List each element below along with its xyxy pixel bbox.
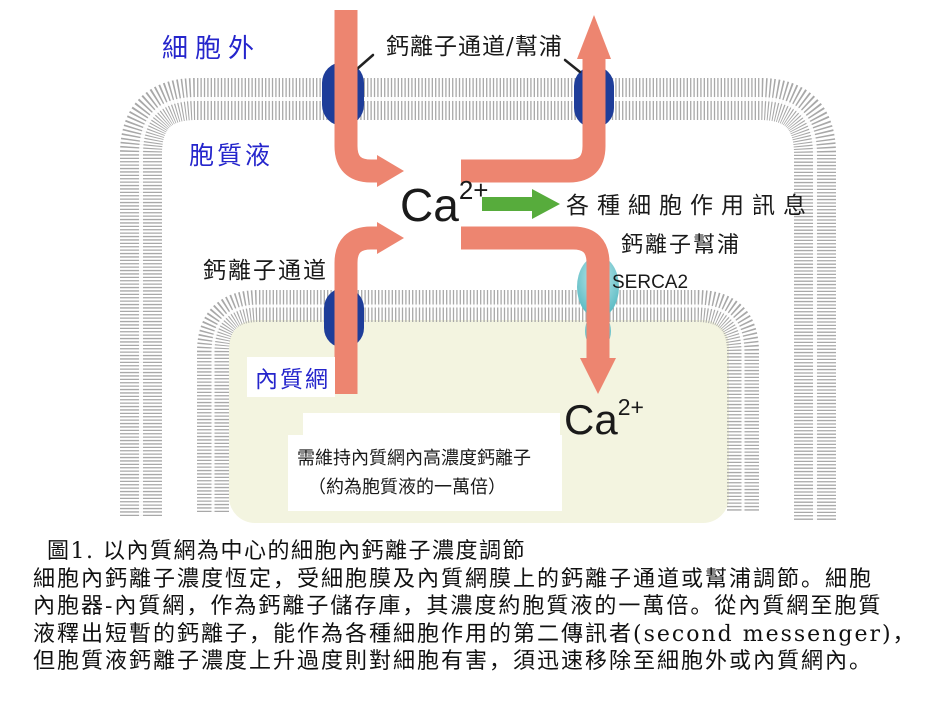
er-uptake-arrow bbox=[461, 226, 610, 360]
caption-line: 但胞質液鈣離子濃度上升過度則對細胞有害，須迅速移除至細胞外或內質網內。 bbox=[33, 649, 874, 674]
signal-arrow bbox=[482, 189, 560, 219]
er-note-box-top bbox=[303, 413, 560, 439]
er-channel-label: 鈣離子通道 bbox=[203, 258, 328, 284]
ca-efflux-arrowhead bbox=[577, 15, 611, 59]
figure-caption: 圖1. 以內質網為中心的細胞內鈣離子濃度調節 細胞內鈣離子濃度恆定，受細胞膜及內… bbox=[33, 538, 938, 676]
plasma-membrane-midline bbox=[139, 97, 817, 521]
er-name-box bbox=[247, 357, 335, 397]
label-pointer-right bbox=[563, 58, 582, 74]
label-pointer-left bbox=[355, 53, 375, 71]
calcium-regulation-diagram: 細胞外 胞質液 內質網 鈣離子通道/幫浦 鈣離子通道 鈣離子幫浦 SERCA2 … bbox=[120, 10, 836, 523]
ca-influx-arrow bbox=[334, 10, 378, 183]
caption-line: 細胞內鈣離子濃度恆定，受細胞膜及內質網膜上的鈣離子通道或幫浦調節。細胞 bbox=[33, 566, 874, 592]
er-membrane-midline bbox=[211, 304, 745, 512]
er-uptake-arrowhead bbox=[580, 358, 616, 394]
ca-influx-arrowhead bbox=[377, 155, 404, 187]
er-release-arrow bbox=[334, 226, 378, 394]
extracellular-label: 細胞外 bbox=[162, 34, 261, 64]
ca-efflux-arrow bbox=[461, 58, 606, 183]
caption-line: 液釋出短暫的鈣離子，能作為各種細胞作用的第二傳訊者(second messeng… bbox=[33, 621, 917, 647]
ca-ion-er: Ca2+ bbox=[564, 394, 644, 443]
ca-ion-cytosol: Ca2+ bbox=[400, 175, 488, 231]
er-name-label: 內質網 bbox=[255, 367, 330, 393]
signal-text-label: 各種細胞作用訊息 bbox=[566, 193, 814, 219]
top-channel-pump-label: 鈣離子通道/幫浦 bbox=[386, 34, 563, 60]
er-release-arrowhead bbox=[377, 222, 404, 254]
cytosol-label: 胞質液 bbox=[189, 141, 273, 170]
serca2-label: SERCA2 bbox=[612, 272, 688, 293]
er-note-line1: 需維持內質網內高濃度鈣離子 bbox=[297, 448, 531, 469]
caption-line: 內胞器-內質網，作為鈣離子儲存庫，其濃度約胞質液的一萬倍。從內質網至胞質 bbox=[33, 594, 883, 619]
caption-title: 圖1. 以內質網為中心的細胞內鈣離子濃度調節 bbox=[47, 539, 526, 564]
er-note-line2: （約為胞質液的一萬倍） bbox=[308, 477, 506, 498]
er-note-box bbox=[288, 435, 562, 511]
er-pump-label: 鈣離子幫浦 bbox=[621, 233, 741, 258]
ca-flux-arrows bbox=[334, 10, 616, 394]
